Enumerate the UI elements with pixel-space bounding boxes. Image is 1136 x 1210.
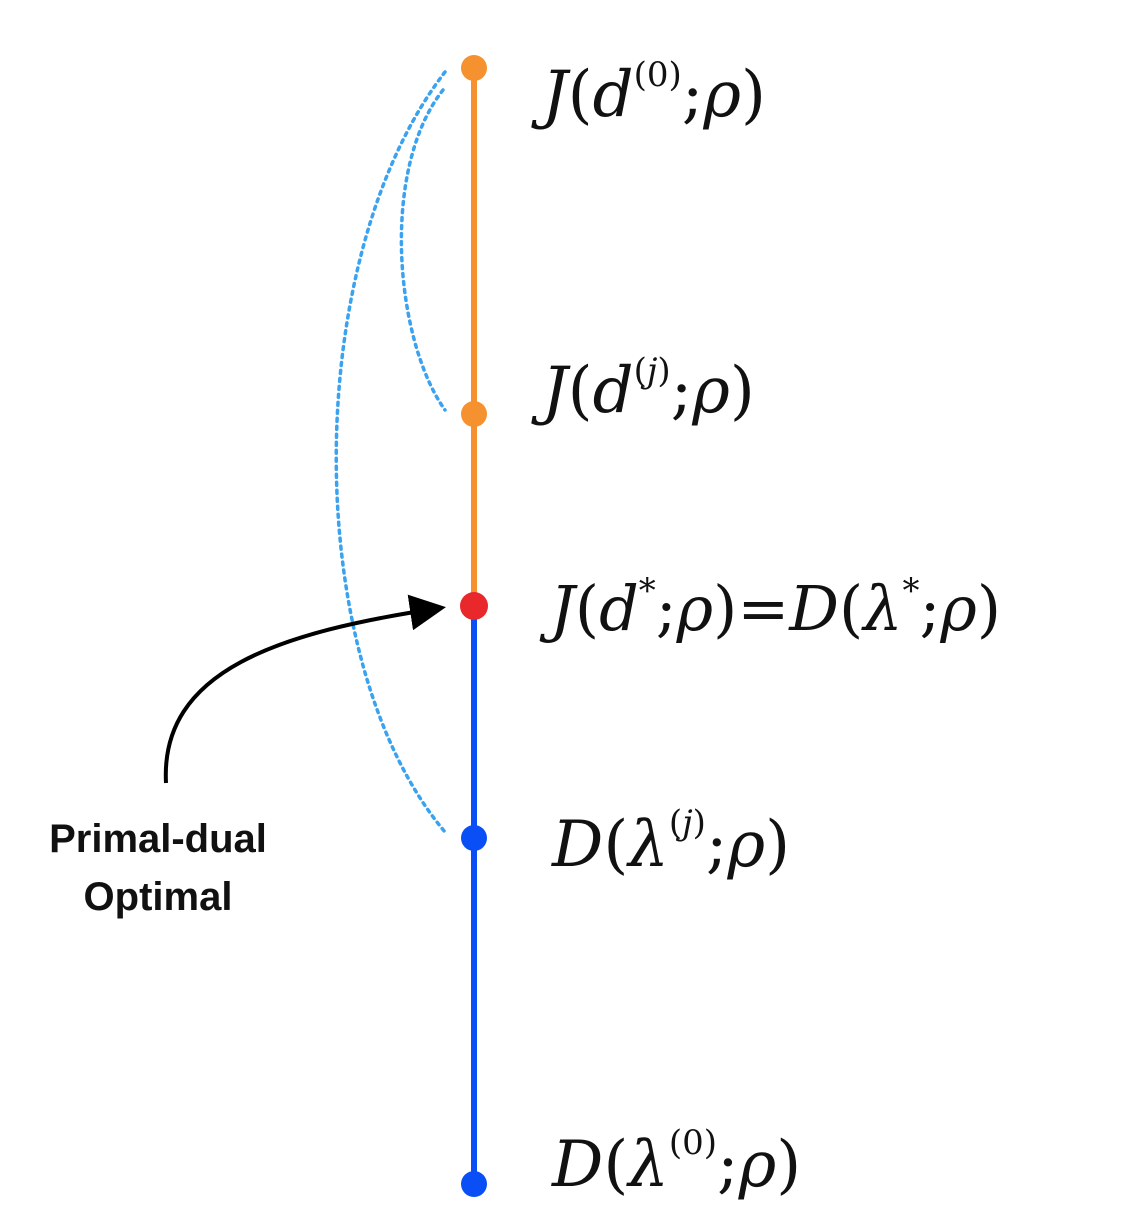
dual-j-dot [461,825,487,851]
primal-j-dot [461,401,487,427]
primal-0-dot [461,55,487,81]
annotation-line-1: Primal-dual [49,817,267,861]
optimum-dot [460,592,488,620]
dual-0-dot [461,1171,487,1197]
dual-0-label: D(λ(0);ρ) [551,1123,801,1202]
dotted-curve-inner [399,88,447,412]
primal-j-label: J(d(j);ρ) [531,351,755,428]
dual-j-label: D(λ(j);ρ) [551,803,790,882]
primal-0-label: J(d(0);ρ) [531,55,766,132]
dotted-curve-outer [334,70,447,834]
optimum-label: J(d*;ρ)=D(λ*;ρ) [539,571,1001,645]
annotation-line-2: Optimal [84,875,233,919]
annotation-arrow [163,594,446,784]
